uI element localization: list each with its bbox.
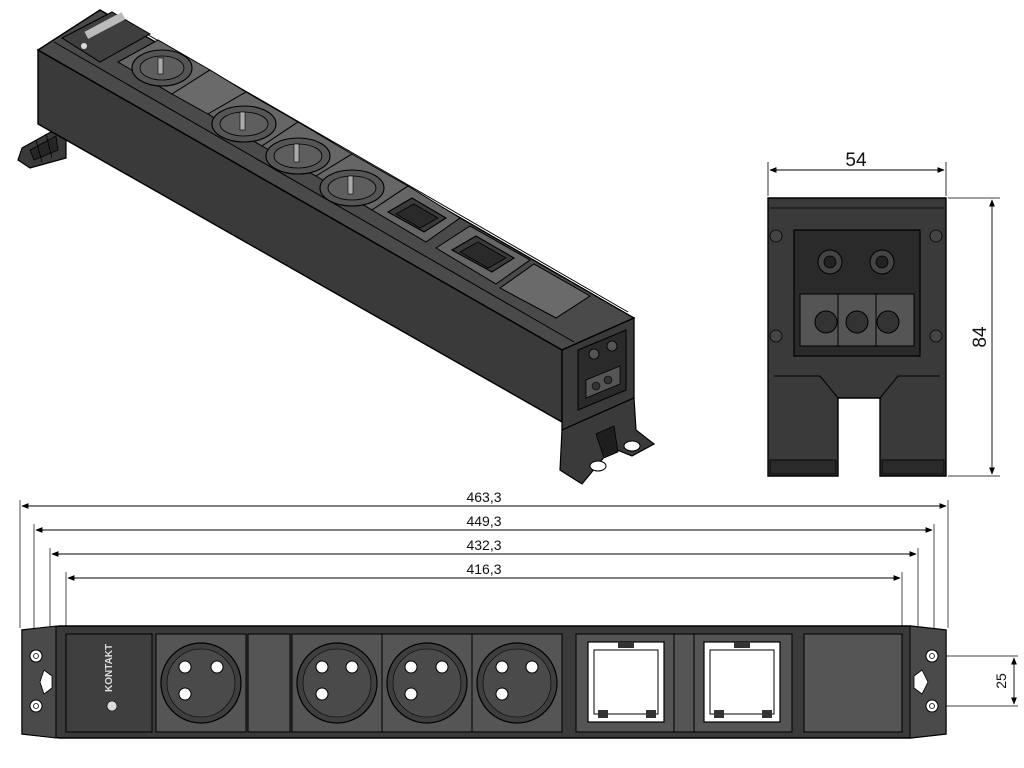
top-module-socket-4 (471, 633, 563, 733)
top-mount-hole-left-upper (29, 649, 43, 663)
logo-icon (106, 700, 118, 712)
top-view-dimensions: 463,3 449,3 432,3 416,3 25 (19, 489, 1018, 707)
dim-overall-2: 449,3 (33, 513, 935, 636)
top-module-socket-3 (381, 633, 473, 733)
dim-side-width: 54 (767, 150, 947, 196)
top-module-blank-2 (673, 633, 695, 733)
dim-mount-spacing-label: 25 (993, 673, 1009, 689)
top-mount-hole-left-lower (29, 699, 43, 713)
top-module-socket-1 (155, 633, 247, 733)
top-view: KONTAKT (21, 625, 947, 739)
dim-overall-3-label: 432,3 (466, 537, 501, 553)
top-logo-block: KONTAKT (65, 633, 153, 733)
iso-left-foot (17, 127, 67, 169)
isometric-view (17, 9, 656, 485)
logo-text: KONTAKT (104, 644, 115, 692)
top-mount-hole-right-upper (925, 649, 939, 663)
dim-overall-1-label: 463,3 (466, 489, 501, 505)
top-mount-hole-right-lower (925, 699, 939, 713)
top-module-blank-1 (247, 633, 291, 733)
iso-module-socket (315, 153, 409, 211)
top-module-data-1 (575, 633, 675, 733)
dim-overall-3: 432,3 (49, 537, 919, 626)
iso-module-socket (207, 91, 299, 147)
top-module-blank-3 (803, 633, 903, 733)
dim-overall-4-label: 416,3 (466, 561, 501, 577)
dim-side-width-label: 54 (845, 150, 867, 171)
dim-overall-1: 463,3 (19, 489, 949, 628)
iso-module-data (435, 225, 531, 285)
dim-side-height: 84 (948, 197, 1000, 477)
top-module-socket-2 (291, 633, 383, 733)
iso-right-foot (559, 397, 656, 485)
iso-logo-block (60, 11, 152, 63)
iso-right-endcap (561, 316, 635, 432)
dim-mount-spacing: 25 (940, 655, 1018, 707)
top-module-data-2 (693, 633, 793, 733)
dim-side-height-label: 84 (970, 326, 991, 348)
dim-overall-2-label: 449,3 (466, 513, 501, 529)
iso-module-data (371, 185, 461, 243)
iso-module-blank (499, 263, 591, 319)
dim-overall-4: 416,3 (65, 561, 903, 626)
side-view: 54 84 (767, 150, 1000, 477)
